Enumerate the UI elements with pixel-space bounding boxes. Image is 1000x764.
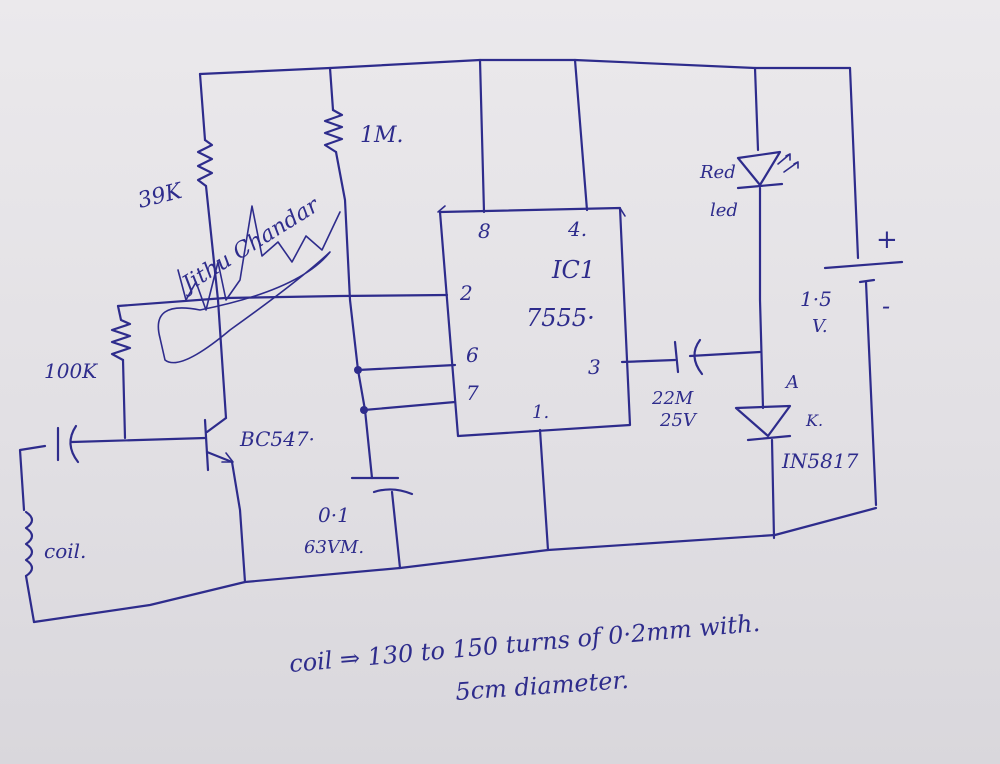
label-pin-2: 2 bbox=[459, 281, 473, 305]
coil-note-line-2: 5cm diameter. bbox=[454, 666, 629, 706]
label-1m: 1M. bbox=[360, 123, 404, 148]
wire-battery-top bbox=[848, 66, 860, 260]
bottom-ground-rail bbox=[32, 506, 878, 624]
led-symbol-bar bbox=[736, 182, 784, 190]
wire-100k-to-base bbox=[121, 358, 127, 440]
wire-39k-top bbox=[198, 72, 207, 142]
wire-diode-ground bbox=[770, 438, 776, 540]
wire-led-to-diode bbox=[758, 186, 765, 410]
label-100k: 100K bbox=[44, 359, 98, 383]
signature-text: Jithu Chandar bbox=[175, 192, 325, 299]
coil-note-line-1: coil ⇒ 130 to 150 turns of 0·2mm with. bbox=[288, 609, 761, 678]
wire-battery-bottom bbox=[864, 280, 878, 507]
label-diode-part: IN5817 bbox=[781, 449, 859, 473]
wire-1m-down bbox=[334, 150, 374, 480]
wire-pin4 bbox=[573, 58, 589, 212]
led-light-arrows-icon bbox=[777, 153, 799, 173]
label-39k: 39K bbox=[135, 178, 186, 213]
ic-corner-tick-left bbox=[437, 205, 446, 213]
label-cap01-rating: 63VM. bbox=[304, 537, 364, 558]
label-pin-8: 8 bbox=[478, 219, 491, 243]
coil-inductor-symbol bbox=[24, 510, 34, 578]
label-pin-7: 7 bbox=[466, 381, 479, 405]
wire-pin2 bbox=[116, 293, 449, 308]
label-diode-anode: A bbox=[784, 372, 799, 393]
wire-coupling-left bbox=[18, 444, 47, 512]
signature-scribble bbox=[157, 205, 341, 364]
transistor-base-bar bbox=[203, 418, 210, 472]
resistor-100k-symbol bbox=[110, 304, 132, 362]
wire-pin7 bbox=[362, 400, 457, 412]
capacitor-01-plate-bottom bbox=[372, 488, 414, 496]
ic-corner-tick-right bbox=[619, 207, 626, 217]
label-ic-part: 7555· bbox=[526, 304, 595, 332]
label-bc547: BC547· bbox=[239, 427, 315, 451]
label-battery-plus: + bbox=[876, 225, 898, 255]
wire-coil-ground bbox=[24, 574, 36, 624]
capacitor-22m-plate-left bbox=[673, 340, 680, 374]
wire-base bbox=[70, 436, 207, 444]
diode-symbol-triangle bbox=[734, 404, 792, 438]
wire-cap22-to-diode bbox=[688, 350, 762, 358]
wire-pin3-out bbox=[620, 358, 677, 364]
coupling-capacitor-plate-right bbox=[69, 424, 80, 464]
wire-1m-top bbox=[328, 66, 335, 112]
label-battery-value: 1·5 bbox=[800, 287, 832, 311]
transistor-collector-leg bbox=[205, 416, 228, 434]
led-symbol-triangle bbox=[736, 150, 782, 187]
diode-symbol-bar bbox=[746, 434, 792, 442]
label-ic-name: IC1 bbox=[551, 256, 595, 284]
capacitor-22m-plate-right bbox=[693, 338, 704, 376]
wire-pin1-ground bbox=[538, 428, 550, 552]
label-diode-cathode: K. bbox=[805, 411, 823, 430]
label-led-red: Red bbox=[699, 162, 736, 183]
ic-7555-body bbox=[438, 206, 632, 438]
top-rail-wire bbox=[198, 58, 852, 76]
wire-39k-collector bbox=[204, 184, 228, 420]
label-battery-unit: V. bbox=[812, 316, 828, 337]
label-cap22-rating: 25V bbox=[659, 410, 698, 431]
label-led-led: led bbox=[710, 200, 738, 221]
label-cap01-value: 0·1 bbox=[318, 503, 350, 527]
label-battery-minus: - bbox=[882, 292, 890, 320]
resistor-39k-symbol bbox=[196, 138, 214, 188]
label-pin-1: 1. bbox=[532, 402, 549, 423]
label-pin-4: 4. bbox=[567, 217, 587, 241]
label-pin-6: 6 bbox=[466, 343, 479, 367]
wire-capacitor-ground bbox=[390, 490, 402, 570]
wire-led-top bbox=[753, 66, 760, 152]
wire-pin8 bbox=[478, 58, 486, 214]
battery-plate-short bbox=[858, 278, 876, 284]
label-pin-3: 3 bbox=[588, 355, 601, 379]
label-cap22-value: 22M bbox=[651, 388, 694, 409]
label-coil: coil. bbox=[44, 539, 86, 563]
resistor-1m-symbol bbox=[323, 108, 344, 154]
wire-emitter-ground bbox=[230, 460, 247, 584]
transistor-emitter-leg bbox=[205, 450, 234, 464]
battery-plate-long bbox=[823, 260, 904, 270]
wire-pin6 bbox=[356, 363, 457, 372]
